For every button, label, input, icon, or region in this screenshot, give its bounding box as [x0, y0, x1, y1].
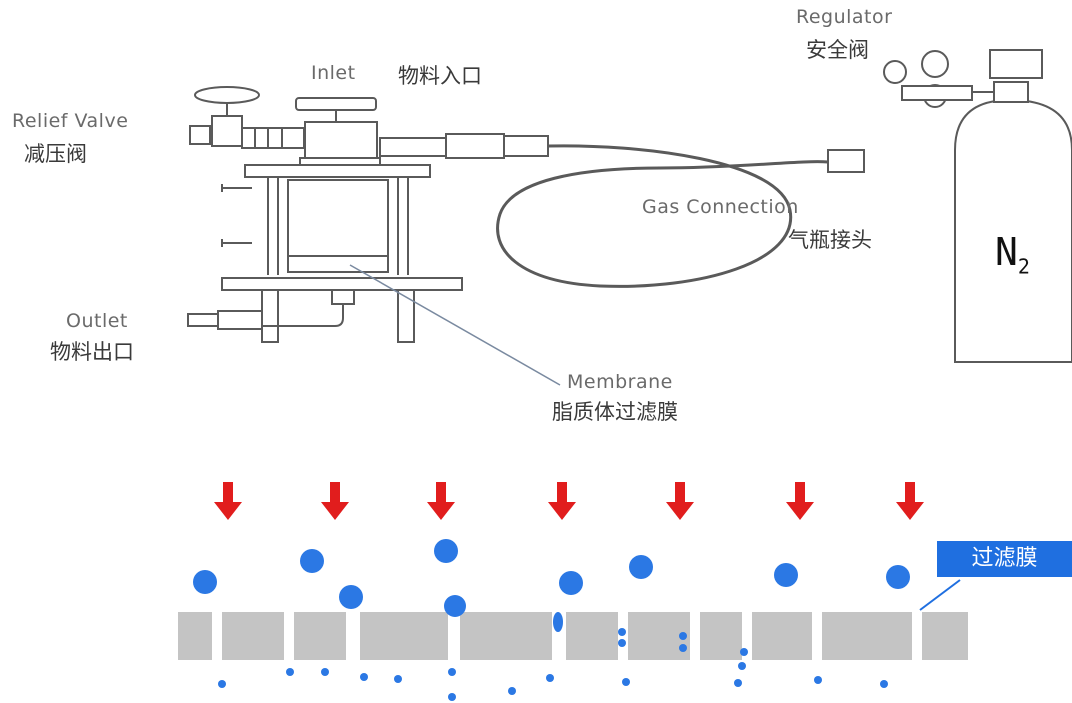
membrane-block [922, 612, 968, 660]
red-arrow-head-icon [214, 502, 242, 520]
small-particle-icon [740, 648, 748, 656]
filter-membrane [178, 612, 968, 660]
small-particle-icon [394, 675, 402, 683]
red-arrow-head-icon [427, 502, 455, 520]
flow-arrows [214, 482, 924, 520]
gas-connection-label-zh: 气瓶接头 [788, 228, 872, 252]
red-arrow-icon [675, 482, 685, 504]
red-arrow-icon [330, 482, 340, 504]
red-arrow-icon [436, 482, 446, 504]
red-arrow-head-icon [548, 502, 576, 520]
small-particle-icon [622, 678, 630, 686]
small-particle-icon [618, 628, 626, 636]
small-particle-icon [814, 676, 822, 684]
membrane-label-en: Membrane [567, 371, 673, 393]
nitrogen-cylinder-icon [954, 49, 1072, 363]
particle-icon [193, 570, 217, 594]
filter-holder-body [221, 164, 463, 343]
small-particle-icon [448, 668, 456, 676]
small-particle-icon [738, 662, 746, 670]
red-arrow-head-icon [666, 502, 694, 520]
membrane-block [700, 612, 742, 660]
inlet-label-en: Inlet [311, 62, 356, 84]
membrane-block [178, 612, 212, 660]
outlet-tube-icon [187, 289, 355, 330]
particle-icon [559, 571, 583, 595]
particle-icon [553, 612, 563, 632]
small-particle-icon [448, 693, 456, 701]
red-arrow-head-icon [321, 502, 349, 520]
red-arrow-head-icon [896, 502, 924, 520]
particle-icon [339, 585, 363, 609]
nitrogen-label: N2 [995, 230, 1030, 279]
small-particle-icon [360, 673, 368, 681]
particle-icon [300, 549, 324, 573]
filter-membrane-badge: 过滤膜 [937, 541, 1072, 577]
red-arrow-icon [223, 482, 233, 504]
inlet-valve-icon [295, 97, 381, 171]
small-particle-icon [618, 639, 626, 647]
particle-icon [434, 539, 458, 563]
membrane-block [222, 612, 284, 660]
inlet-label-zh: 物料入口 [398, 64, 482, 88]
small-particle-icon [218, 680, 226, 688]
hose-end-fitting [827, 149, 865, 173]
regulator-label-en: Regulator [796, 6, 893, 28]
membrane-block [294, 612, 346, 660]
small-particle-icon [508, 687, 516, 695]
pressure-gauge-icon [883, 50, 995, 108]
gas-connection-label-en: Gas Connection [642, 196, 799, 218]
red-arrow-icon [557, 482, 567, 504]
small-particle-icon [546, 674, 554, 682]
membrane-block [822, 612, 912, 660]
relief-valve-label-en: Relief Valve [12, 110, 129, 132]
membrane-block [566, 612, 618, 660]
small-particle-icon [321, 668, 329, 676]
particle-icon [629, 555, 653, 579]
membrane-pointer-line [349, 264, 561, 386]
membrane-block [752, 612, 812, 660]
small-particle-icon [880, 680, 888, 688]
particles [193, 539, 910, 701]
small-particle-icon [734, 679, 742, 687]
red-arrow-icon [905, 482, 915, 504]
membrane-block [460, 612, 552, 660]
membrane-label-zh: 脂质体过滤膜 [552, 400, 678, 424]
membrane-block [360, 612, 448, 660]
small-particle-icon [679, 644, 687, 652]
particle-icon [444, 595, 466, 617]
red-arrow-head-icon [786, 502, 814, 520]
regulator-label-zh: 安全阀 [806, 38, 869, 62]
badge-pointer-line [919, 579, 961, 611]
red-arrow-icon [795, 482, 805, 504]
relief-valve-icon [189, 86, 305, 149]
relief-valve-label-zh: 减压阀 [24, 142, 87, 166]
particle-icon [774, 563, 798, 587]
gas-fitting-icon [379, 133, 549, 159]
outlet-label-zh: 物料出口 [50, 340, 134, 364]
outlet-label-en: Outlet [66, 310, 128, 332]
small-particle-icon [286, 668, 294, 676]
small-particle-icon [679, 632, 687, 640]
gas-hose [496, 144, 829, 288]
particle-icon [886, 565, 910, 589]
